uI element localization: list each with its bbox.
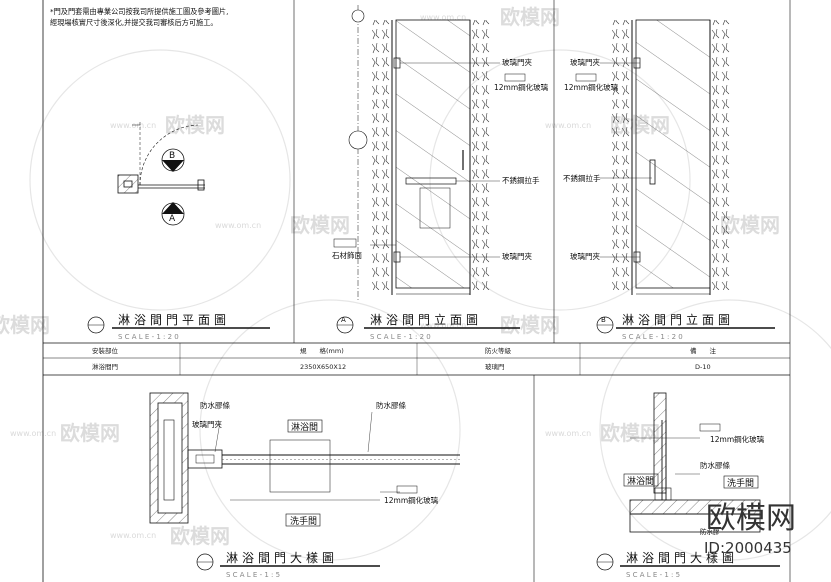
watermark-small: www.om.cn xyxy=(545,121,591,130)
elevation-a-view xyxy=(333,5,526,300)
schedule-header-location: 安裝部位 xyxy=(92,346,119,355)
label-glass-clip: 玻璃門夾 xyxy=(502,251,532,261)
plan-title: 淋浴間門平面圖 xyxy=(118,313,230,327)
label-waterproof-strip: 防水膠條 xyxy=(376,400,406,410)
schedule-cell-spec: 2350X650X12 xyxy=(300,363,346,371)
elevation-b-title-block: B 淋浴間門立面圖 S C A L E - 1 : 2 0 xyxy=(596,312,775,341)
marker-b-label: B xyxy=(169,151,175,161)
sheet-frame xyxy=(42,0,791,582)
label-shower-room: 淋浴間 xyxy=(291,421,318,433)
watermark-brand-large: 欧模网 xyxy=(706,501,796,536)
label-washroom: 洗手間 xyxy=(290,515,317,527)
label-tempered-glass: 12mm鋼化玻璃 xyxy=(384,495,439,505)
elevation-b-view xyxy=(575,19,730,295)
plan-title-block: 淋浴間門平面圖 S C A L E - 1 : 2 0 xyxy=(87,313,270,341)
elevation-b-scale: S C A L E - 1 : 2 0 xyxy=(622,333,683,341)
watermark-badge: 欧模网 ID:2000435 xyxy=(704,501,796,557)
elevation-a-scale: S C A L E - 1 : 2 0 xyxy=(370,333,431,341)
plan-scale: S C A L E - 1 : 2 0 xyxy=(118,333,179,341)
door-schedule: 安裝部位 規 格(mm) 防火等級 備 注 淋浴間門 2350X650X12 玻… xyxy=(92,346,717,371)
plan-section-marker-b: B xyxy=(161,148,185,172)
plan-section-marker-a: A xyxy=(161,202,185,226)
watermark-brand: 欧模网 xyxy=(500,5,560,29)
watermark-brand: 欧模网 xyxy=(0,313,50,337)
elevation-b-marker: B xyxy=(601,316,606,324)
watermark-brand: 欧模网 xyxy=(170,524,230,548)
watermark-brand: 欧模网 xyxy=(290,213,350,237)
schedule-header-spec: 規 格(mm) xyxy=(300,346,344,355)
watermark-small-layer: www.om.cn www.om.cn www.om.cn www.om.cn … xyxy=(10,13,591,540)
detail-c-view xyxy=(149,392,460,524)
label-glass-clip: 玻璃門夾 xyxy=(570,57,600,67)
watermark-small: www.om.cn xyxy=(110,121,156,130)
watermark-small: www.om.cn xyxy=(545,429,591,438)
watermark-small: www.om.cn xyxy=(10,429,56,438)
label-waterproof-glue: 防水膠 xyxy=(700,527,720,536)
schedule-cell-location: 淋浴間門 xyxy=(92,362,118,371)
label-glass-clip: 玻璃門夾 xyxy=(192,419,222,429)
watermark-small: www.om.cn xyxy=(420,13,466,22)
detail-c-labels: 防水膠條 玻璃門夾 淋浴間 防水膠條 12mm鋼化玻璃 洗手間 xyxy=(192,400,439,527)
watermark-brand: 欧模网 xyxy=(600,421,660,445)
watermark-brand: 欧模网 xyxy=(60,421,120,445)
plan-view xyxy=(117,120,205,194)
label-washroom: 洗手間 xyxy=(727,477,754,489)
detail-d-title-block: 淋浴間門大樣圖 S C A L E - 1 : 5 xyxy=(596,550,780,579)
elevation-a-title-block: A 淋浴間門立面圖 S C A L E - 1 : 2 0 xyxy=(336,312,520,341)
elevation-b-labels: 玻璃門夾 12mm鋼化玻璃 不銹鋼拉手 玻璃門夾 xyxy=(563,57,619,261)
marker-a-label: A xyxy=(169,214,176,224)
watermark-brand: 欧模网 xyxy=(500,313,560,337)
watermark-small: www.om.cn xyxy=(420,321,466,330)
note-line-1: *門及門套需由專業公司按我司所提供施工圖及參考圖片, xyxy=(50,7,228,16)
watermark-small: www.om.cn xyxy=(110,531,156,540)
watermark-small: www.om.cn xyxy=(215,221,261,230)
detail-c-scale: S C A L E - 1 : 5 xyxy=(226,571,280,579)
schedule-header-fire: 防火等級 xyxy=(485,346,512,355)
label-handle: 不銹鋼拉手 xyxy=(502,175,540,185)
schedule-cell-fire: 玻璃門 xyxy=(485,362,505,371)
elevation-a-title: 淋浴間門立面圖 xyxy=(370,312,482,327)
label-waterproof-strip: 防水膠條 xyxy=(700,460,730,470)
schedule-cell-remark: D-10 xyxy=(695,363,711,371)
elevation-b-title: 淋浴間門立面圖 xyxy=(622,312,734,327)
elevation-a-marker: A xyxy=(341,316,346,324)
label-waterproof-strip: 防水膠條 xyxy=(200,400,230,410)
label-tempered-glass: 12mm鋼化玻璃 xyxy=(494,82,549,92)
watermark-id: ID:2000435 xyxy=(704,539,792,557)
label-glass-clip: 玻璃門夾 xyxy=(502,57,532,67)
schedule-header-remark: 備 注 xyxy=(690,346,717,355)
label-glass-clip: 玻璃門夾 xyxy=(570,251,600,261)
label-tempered-glass: 12mm鋼化玻璃 xyxy=(710,434,765,444)
label-stone-finish: 石材飾面 xyxy=(332,250,362,260)
detail-d-scale: S C A L E - 1 : 5 xyxy=(626,571,680,579)
watermark-brand: 欧模网 xyxy=(165,113,225,137)
detail-d-view xyxy=(629,392,761,533)
detail-c-title: 淋浴間門大樣圖 xyxy=(226,550,338,565)
detail-d-labels: 12mm鋼化玻璃 淋浴間 防水膠條 洗手間 防水膠 xyxy=(623,434,765,536)
detail-d-title: 淋浴間門大樣圖 xyxy=(626,550,738,565)
general-notes: *門及門套需由專業公司按我司所提供施工圖及參考圖片, 經現場核實尺寸後深化,并提… xyxy=(50,7,228,27)
label-handle: 不銹鋼拉手 xyxy=(563,173,601,183)
detail-c-title-block: 淋浴間門大樣圖 S C A L E - 1 : 5 xyxy=(196,550,380,579)
label-tempered-glass: 12mm鋼化玻璃 xyxy=(564,82,619,92)
note-line-2: 經現場核實尺寸後深化,并提交我司審核后方可施工。 xyxy=(50,18,218,27)
elevation-a-labels: 玻璃門夾 12mm鋼化玻璃 不銹鋼拉手 玻璃門夾 石材飾面 xyxy=(332,57,549,261)
label-shower-room: 淋浴間 xyxy=(627,475,654,487)
